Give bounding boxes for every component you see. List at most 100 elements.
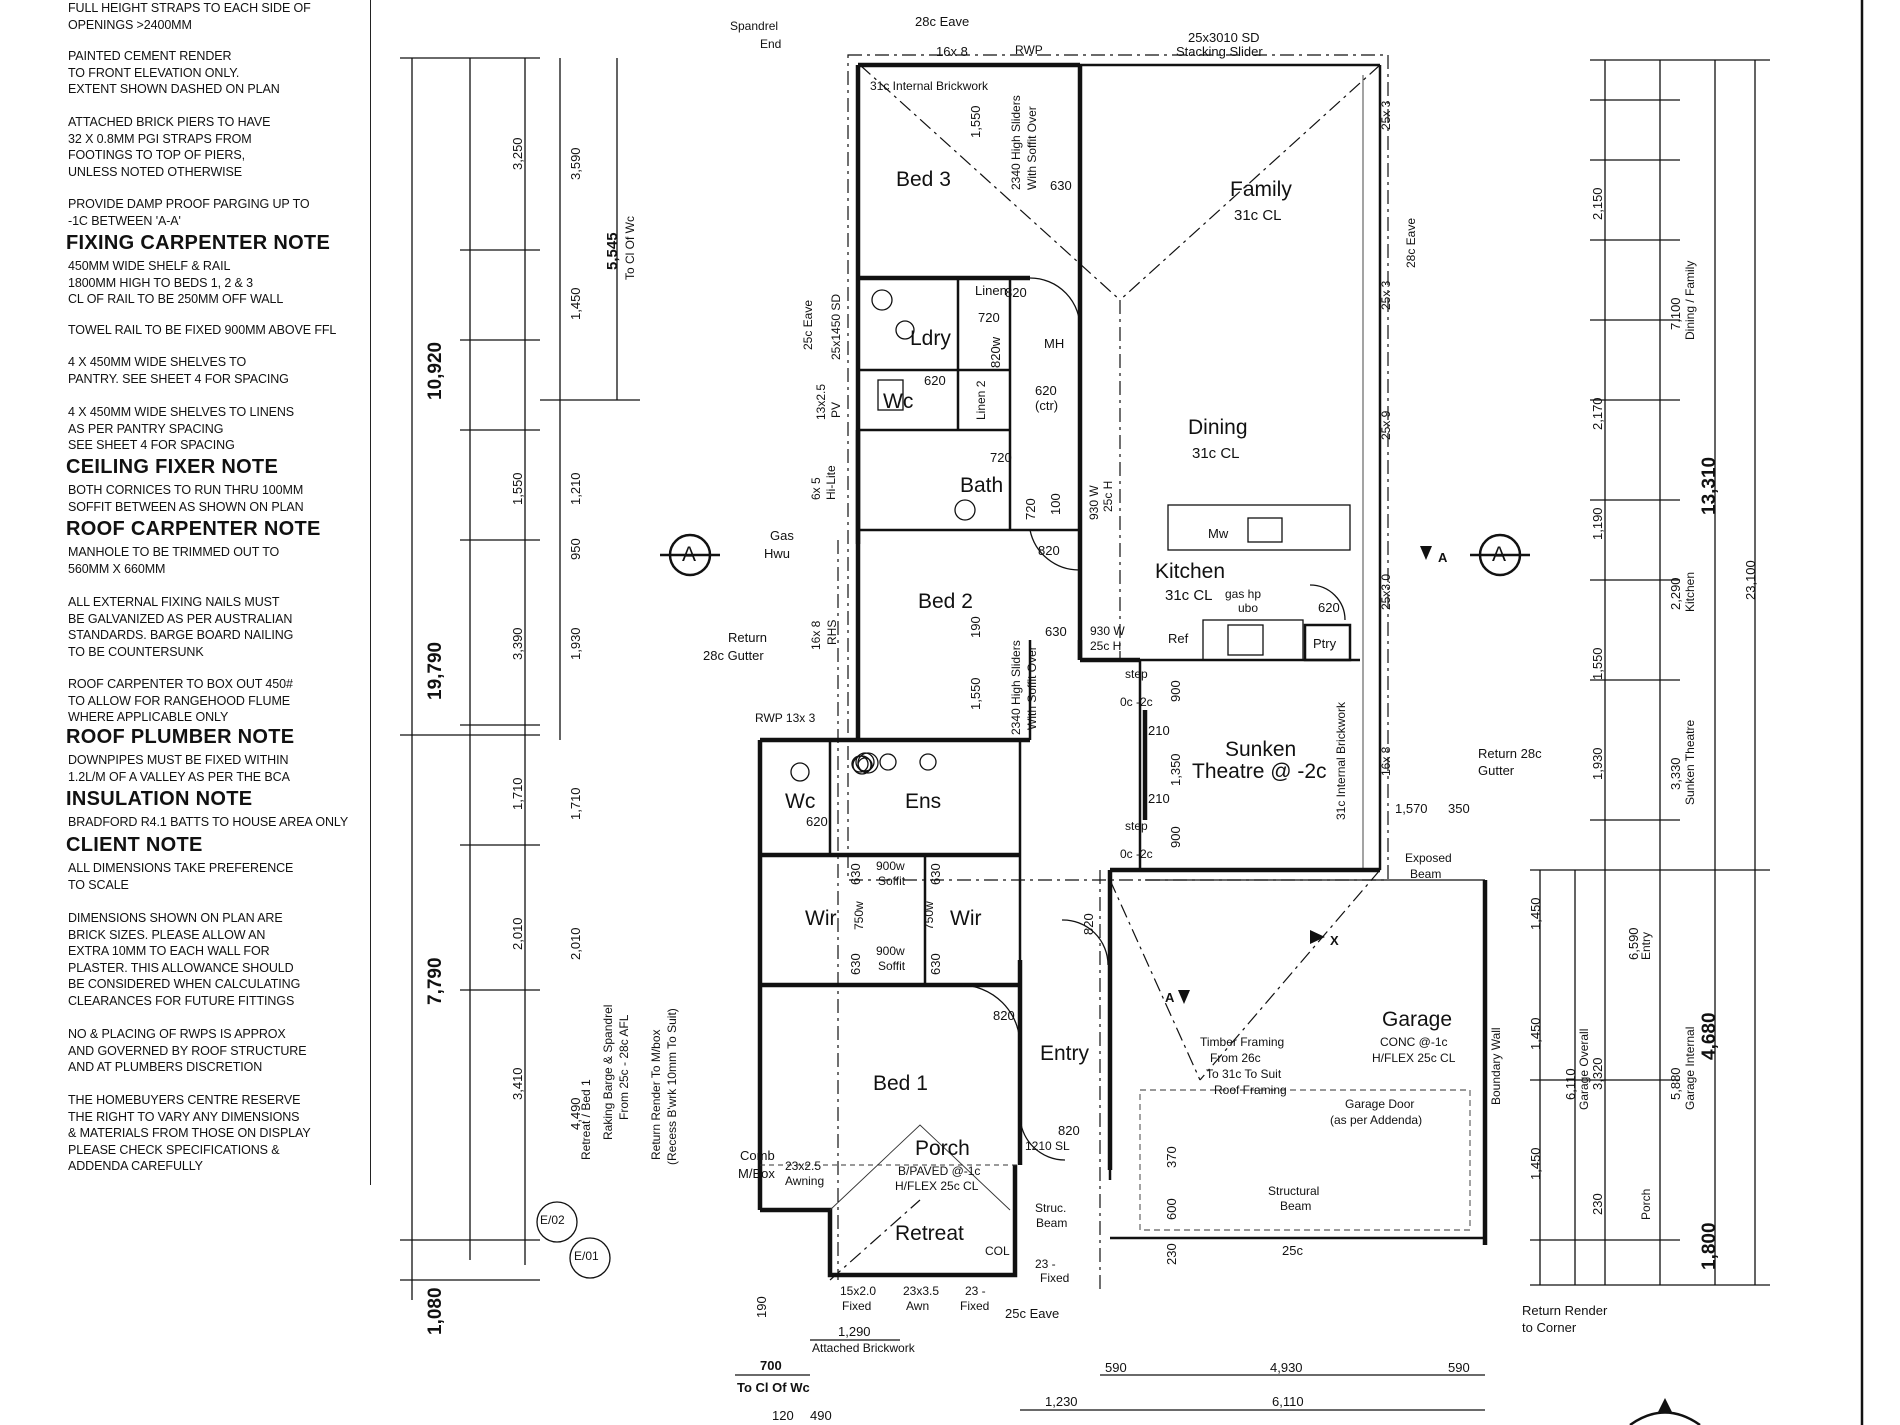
label-fh-750a: 750w — [852, 901, 866, 930]
dim-right-total: 23,100 — [1743, 560, 1758, 600]
label-exposed: Exposed — [1405, 851, 1452, 865]
roof-lines — [829, 64, 1381, 1281]
dim-bottom-4930: 4,930 — [1270, 1360, 1303, 1375]
dim-right-entry: Entry — [1639, 932, 1653, 960]
label-eave-25c: 25c Eave — [801, 300, 815, 350]
label-fixed-23b: Fixed — [1040, 1271, 1069, 1285]
garage-ceiling: H/FLEX 25c CL — [1372, 1051, 1456, 1065]
note-piers: ATTACHED BRICK PIERS TO HAVE 32 x 0.8mm … — [68, 115, 271, 179]
dim-left-bed3: 3,250 — [510, 137, 525, 170]
label-hwu: Hwu — [764, 546, 790, 561]
label-awning: 23x2.5 — [785, 1159, 821, 1173]
dim-right-upper: 13,310 — [1699, 457, 1720, 515]
ceiling-fixer-heading: CEILING FIXER NOTE — [66, 456, 279, 478]
fixing-note-4: 4 x 450mm WIDE SHELVES TO LINENS AS PER … — [68, 405, 295, 452]
label-soffit-900b: 900w — [876, 944, 905, 958]
dim-600: 600 — [1164, 1198, 1179, 1220]
note-damp-proof: PROVIDE DAMP PROOF PARGING UP TO -1c BET… — [68, 197, 310, 228]
dim-right-3320: 3,320 — [1590, 1057, 1605, 1090]
dim-1350: 1,350 — [1168, 753, 1183, 786]
dim-630-wir-d: 630 — [928, 953, 943, 975]
label-rwp-13x3: RWP 13x 3 — [755, 711, 816, 725]
label-mbox: M/Box — [738, 1166, 775, 1181]
ceiling-fixer-note: BOTH CORNICES TO RUN THRU 100mm SOFFIT B… — [68, 483, 304, 514]
dim-right-garage-internal: Garage Internal — [1683, 1027, 1697, 1110]
label-awning-2: Awning — [785, 1174, 824, 1188]
dim-left-950: 950 — [568, 538, 583, 560]
dim-630-wir-c: 630 — [928, 863, 943, 885]
label-internal-brick: 31c Internal Brickwork — [870, 79, 989, 93]
label-raking: Raking Barge & Spandrel — [601, 1005, 615, 1140]
label-e02: E/02 — [540, 1213, 565, 1227]
dim-630-wir-b: 630 — [848, 953, 863, 975]
label-garage-door: Garage Door — [1345, 1097, 1414, 1111]
label-window-23b: 23 - — [965, 1284, 986, 1298]
dim-door-820-bed3: 820 — [1005, 285, 1027, 300]
north-arrow — [1629, 1411, 1701, 1425]
dim-bottom-1230: 1,230 — [1045, 1394, 1078, 1409]
label-spandrel: Spandrel — [730, 19, 778, 33]
label-hilite: Hi-Lite — [824, 465, 838, 500]
room-wc-lower: Wc — [785, 790, 815, 813]
dim-right-2290: 2,290 — [1668, 577, 1683, 610]
label-fixed-23: 23 - — [1035, 1257, 1056, 1271]
dim-350: 350 — [1448, 801, 1470, 816]
room-garage: Garage — [1382, 1008, 1452, 1031]
dim-right-6590: 6,590 — [1626, 927, 1641, 960]
label-return-gutter-2: 28c Gutter — [703, 648, 764, 663]
label-timber-1: Timber Framing — [1200, 1035, 1284, 1049]
general-notes-panel: FULL HEIGHT STRAPS TO EACH SIDE OF OPENI… — [60, 0, 371, 1185]
dim-left-ens: 1,710 — [568, 787, 583, 820]
dim-620-wc: 620 — [924, 373, 946, 388]
room-ens: Ens — [905, 790, 941, 813]
dim-720-bath-2: 720 — [1023, 498, 1038, 520]
label-sd-25x1450: 25x1450 SD — [829, 294, 843, 360]
right-dimension-lines: 2,150 2,170 1,190 1,550 1,930 6,110 3,32… — [1528, 59, 1770, 1286]
client-note-4: THE HOMEBUYERS CENTRE RESERVE THE RIGHT … — [68, 1093, 311, 1173]
label-x-mark: X — [1330, 933, 1339, 948]
label-timber-3: To 31c To Suit — [1206, 1067, 1282, 1081]
label-rhs: RHS — [825, 620, 839, 645]
dim-right-porch: Porch — [1639, 1189, 1653, 1220]
dim-garage-1450b: 1,450 — [1528, 1017, 1543, 1050]
bottom-dimension-lines: 700 1,290 590 4,930 590 1,230 6,110 120 … — [735, 1324, 1485, 1423]
label-stacking-2: Stacking Slider — [1176, 44, 1263, 59]
label-window-25x3b: 25x 3 — [1379, 280, 1393, 310]
dim-left-ldry-b: 1,450 — [568, 287, 583, 320]
label-window-25x3: 25x 3 — [1379, 100, 1393, 130]
dim-right-1550: 1,550 — [1590, 647, 1605, 680]
label-stacking: 25x3010 SD — [1188, 30, 1260, 45]
dim-door-820-porch: 820 — [1058, 1123, 1080, 1138]
dim-190-porch: 190 — [754, 1296, 769, 1318]
dim-630-wir-a: 630 — [848, 863, 863, 885]
dim-right-7100: 7,100 — [1668, 297, 1683, 330]
dim-door-820-bed1: 820 — [993, 1008, 1015, 1023]
room-porch: Porch — [915, 1137, 970, 1160]
label-structural-beam: Beam — [1280, 1199, 1311, 1213]
dim-door-820-entry: 820 — [1081, 913, 1096, 935]
label-return-render-2: to Corner — [1522, 1320, 1577, 1335]
dim-left-bath: 1,550 — [510, 472, 525, 505]
label-ubo: ubo — [1238, 601, 1258, 615]
dim-to-cl-wc: 5,545 — [604, 232, 621, 270]
label-window-13x25: 13x2.5 — [814, 384, 828, 420]
label-step-2b: 0c -2c — [1120, 847, 1153, 861]
dim-garage-1450a: 1,450 — [1528, 897, 1543, 930]
room-wir-right: Wir — [950, 907, 981, 930]
dim-right-bottom: 1,800 — [1699, 1222, 1720, 1270]
label-1210-sl: 1210 SL — [1025, 1139, 1070, 1153]
roof-carpenter-heading: ROOF CARPENTER NOTE — [66, 518, 321, 540]
porch-finish: B/PAVED @-1c — [898, 1164, 980, 1178]
dim-right-lower: 4,680 — [1699, 1012, 1720, 1060]
label-930w-2: 930 W — [1090, 624, 1125, 638]
label-to-cl-wc: To Cl Of Wc — [737, 1380, 810, 1395]
dim-left-total: 19,790 — [425, 642, 446, 700]
fixing-note-3: 4 x 450mm WIDE SHELVES TO PANTRY. SEE SH… — [68, 355, 289, 386]
label-structural: Structural — [1268, 1184, 1319, 1198]
label-window-bed3: 16x 8 — [936, 44, 968, 59]
dim-right-2150: 2,150 — [1590, 187, 1605, 220]
dim-620-wc-lower: 620 — [806, 814, 828, 829]
label-step-1b: 0c -2c — [1120, 695, 1153, 709]
section-a-right-label: A — [1492, 543, 1506, 566]
